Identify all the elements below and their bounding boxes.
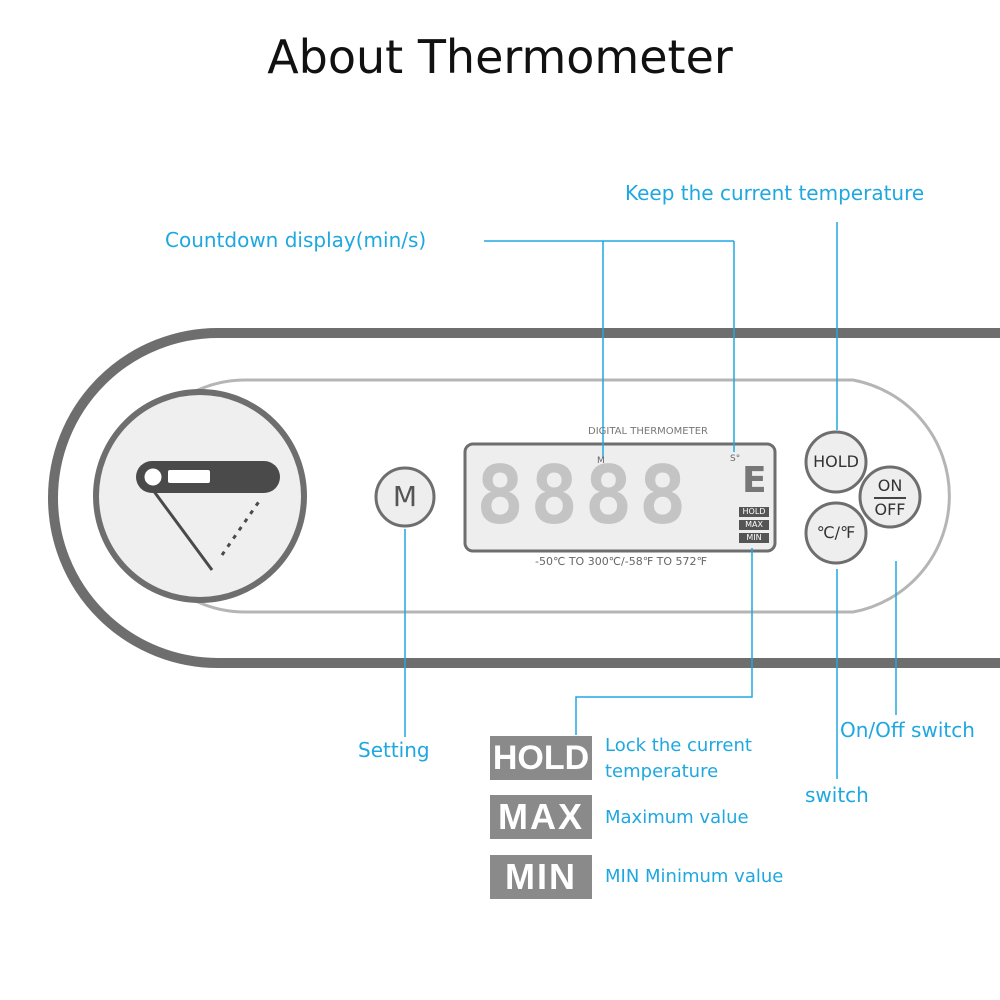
lcd-m-marker: M	[597, 456, 605, 466]
legend-min-desc: MIN Minimum value	[605, 866, 784, 887]
countdown-display-callout: Countdown display(min/s)	[165, 228, 427, 252]
on-label[interactable]: ON	[877, 476, 903, 495]
legend-min-tag: MIN	[490, 855, 592, 899]
page-title: About Thermometer	[267, 30, 733, 84]
keep-temperature-callout: Keep the current temperature	[625, 181, 925, 205]
cf-button-ring	[804, 501, 868, 565]
lcd-mini-min: MIN	[746, 533, 762, 542]
device-outer-outline	[48, 328, 1000, 668]
probe-dial	[93, 389, 307, 603]
lcd-digits: 8888	[476, 449, 693, 542]
hold-button[interactable]: HOLD	[813, 452, 859, 471]
lcd-frame	[463, 442, 777, 553]
range-label: -50℃ TO 300℃/-58℉ TO 572℉	[535, 555, 708, 568]
legend-max-tag: MAX	[490, 795, 592, 839]
m-button-ring	[374, 466, 436, 528]
legend-hold-tag: HOLD	[490, 736, 592, 780]
probe-icon	[136, 461, 280, 571]
lcd-s-marker: S°	[730, 454, 741, 464]
hold-button-ring	[804, 430, 868, 494]
onoff-switch-callout: On/Off switch	[840, 718, 975, 742]
m-button[interactable]: M	[392, 480, 418, 513]
legend-hold-desc: Lock the current temperature	[605, 735, 752, 782]
cf-button[interactable]: ℃/℉	[816, 523, 856, 542]
lcd-mini-max: MAX	[745, 520, 763, 529]
setting-callout: Setting	[358, 738, 430, 762]
lcd-mini-hold: HOLD	[742, 507, 766, 516]
lcd-unit-char: E	[742, 460, 767, 501]
switch-callout: switch	[805, 783, 869, 807]
legend-max-desc: Maximum value	[605, 807, 749, 828]
off-label[interactable]: OFF	[874, 500, 906, 519]
callout-lines	[404, 222, 897, 779]
brand-label: DIGITAL THERMOMETER	[588, 426, 708, 437]
